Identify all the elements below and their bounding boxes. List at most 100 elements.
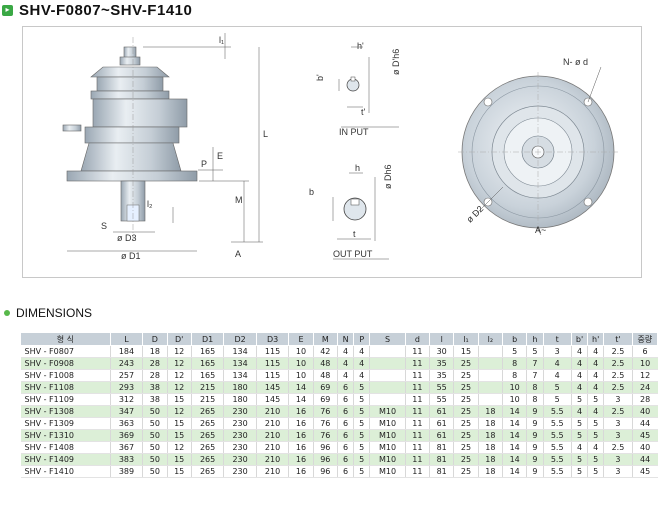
value-cell: 4 [542,369,572,382]
value-cell: 38 [142,393,168,406]
value-cell: 18 [477,405,503,418]
value-cell: 81 [429,465,454,478]
value-cell: 230 [223,405,257,418]
value-cell: M10 [369,453,406,466]
value-cell: 61 [429,405,454,418]
value-cell: 11 [404,405,430,418]
flange-front-view [458,66,618,236]
technical-drawing: l₁ L E P M l₂ S ø D3 ø D1 A h' b' ø D'h6… [22,26,642,278]
model-cell: SHV - F1310 [20,429,111,442]
value-cell: 61 [429,429,454,442]
dim-l2-label: l₂ [147,199,153,209]
value-cell: 11 [404,357,430,370]
value-cell [477,357,503,370]
dimensions-heading: DIMENSIONS [4,306,92,320]
value-cell: 215 [190,393,224,406]
value-cell: 4 [587,441,604,454]
value-cell: 5 [570,393,588,406]
column-header: D' [166,332,192,346]
value-cell: 4 [587,405,604,418]
value-cell: 5 [353,429,370,442]
column-header: D1 [190,332,225,346]
value-cell [369,393,406,406]
value-cell: 6 [336,381,354,394]
value-cell: 7 [526,357,544,370]
gearmotor-side-view [62,37,198,242]
value-cell: 4 [570,441,588,454]
dim-E-label: E [217,151,223,161]
value-cell: 14 [502,465,527,478]
value-cell: 5 [502,345,527,358]
column-header: D [142,332,168,346]
value-cell: 6 [336,453,354,466]
value-cell: 389 [109,465,143,478]
value-cell: 4 [570,405,588,418]
column-header: S [369,332,406,346]
input-D-prime-label: ø D'h6 [391,49,401,75]
value-cell: 5 [587,417,604,430]
dim-S-label: S [101,221,107,231]
value-cell: 8 [502,369,527,382]
value-cell: 6 [631,345,658,358]
value-cell: 45 [631,429,658,442]
value-cell: 134 [223,357,257,370]
value-cell: 25 [453,417,479,430]
dim-P-label: P [201,159,207,169]
value-cell: 16 [288,453,314,466]
value-cell: 115 [255,357,289,370]
value-cell: 265 [190,465,224,478]
value-cell: 45 [631,465,658,478]
value-cell: 16 [288,441,314,454]
column-header: P [353,332,371,346]
value-cell: 210 [255,405,289,418]
column-header: M [312,332,338,346]
value-cell: 14 [502,405,527,418]
value-cell: 369 [109,429,143,442]
input-h-prime-label: h' [357,41,364,51]
value-cell: 55 [429,381,454,394]
dim-M-label: M [235,195,243,205]
value-cell: M10 [369,417,406,430]
value-cell [477,345,503,358]
value-cell: 15 [166,465,192,478]
value-cell: 15 [166,393,192,406]
value-cell: 5 [587,453,604,466]
value-cell: 14 [288,381,314,394]
value-cell: 5 [587,393,604,406]
value-cell: 3 [542,345,572,358]
value-cell: 50 [142,441,168,454]
section-title: DIMENSIONS [16,306,93,320]
value-cell: 81 [429,453,454,466]
value-cell: 42 [312,345,338,358]
input-caption: IN PUT [339,127,369,137]
value-cell [477,393,503,406]
model-cell: SHV - F1109 [20,393,111,406]
value-cell: 25 [453,405,479,418]
value-cell: 4 [587,357,604,370]
value-cell [369,381,406,394]
value-cell: 4 [353,369,370,382]
value-cell: 8 [502,357,527,370]
value-cell: M10 [369,429,406,442]
value-cell: 293 [109,381,143,394]
value-cell: 18 [477,417,503,430]
value-cell: 4 [587,381,604,394]
value-cell: 76 [312,417,338,430]
value-cell: 265 [190,417,224,430]
column-header: l₂ [477,332,504,346]
value-cell: 12 [166,441,192,454]
value-cell: 18 [477,453,503,466]
main-dimensions [67,33,263,252]
value-cell: 3 [603,453,633,466]
value-cell: 4 [570,381,588,394]
value-cell: 14 [288,393,314,406]
value-cell: 4 [570,345,588,358]
output-t-label: t [353,229,356,239]
model-cell: SHV - F1409 [20,453,111,466]
value-cell: 145 [255,393,289,406]
